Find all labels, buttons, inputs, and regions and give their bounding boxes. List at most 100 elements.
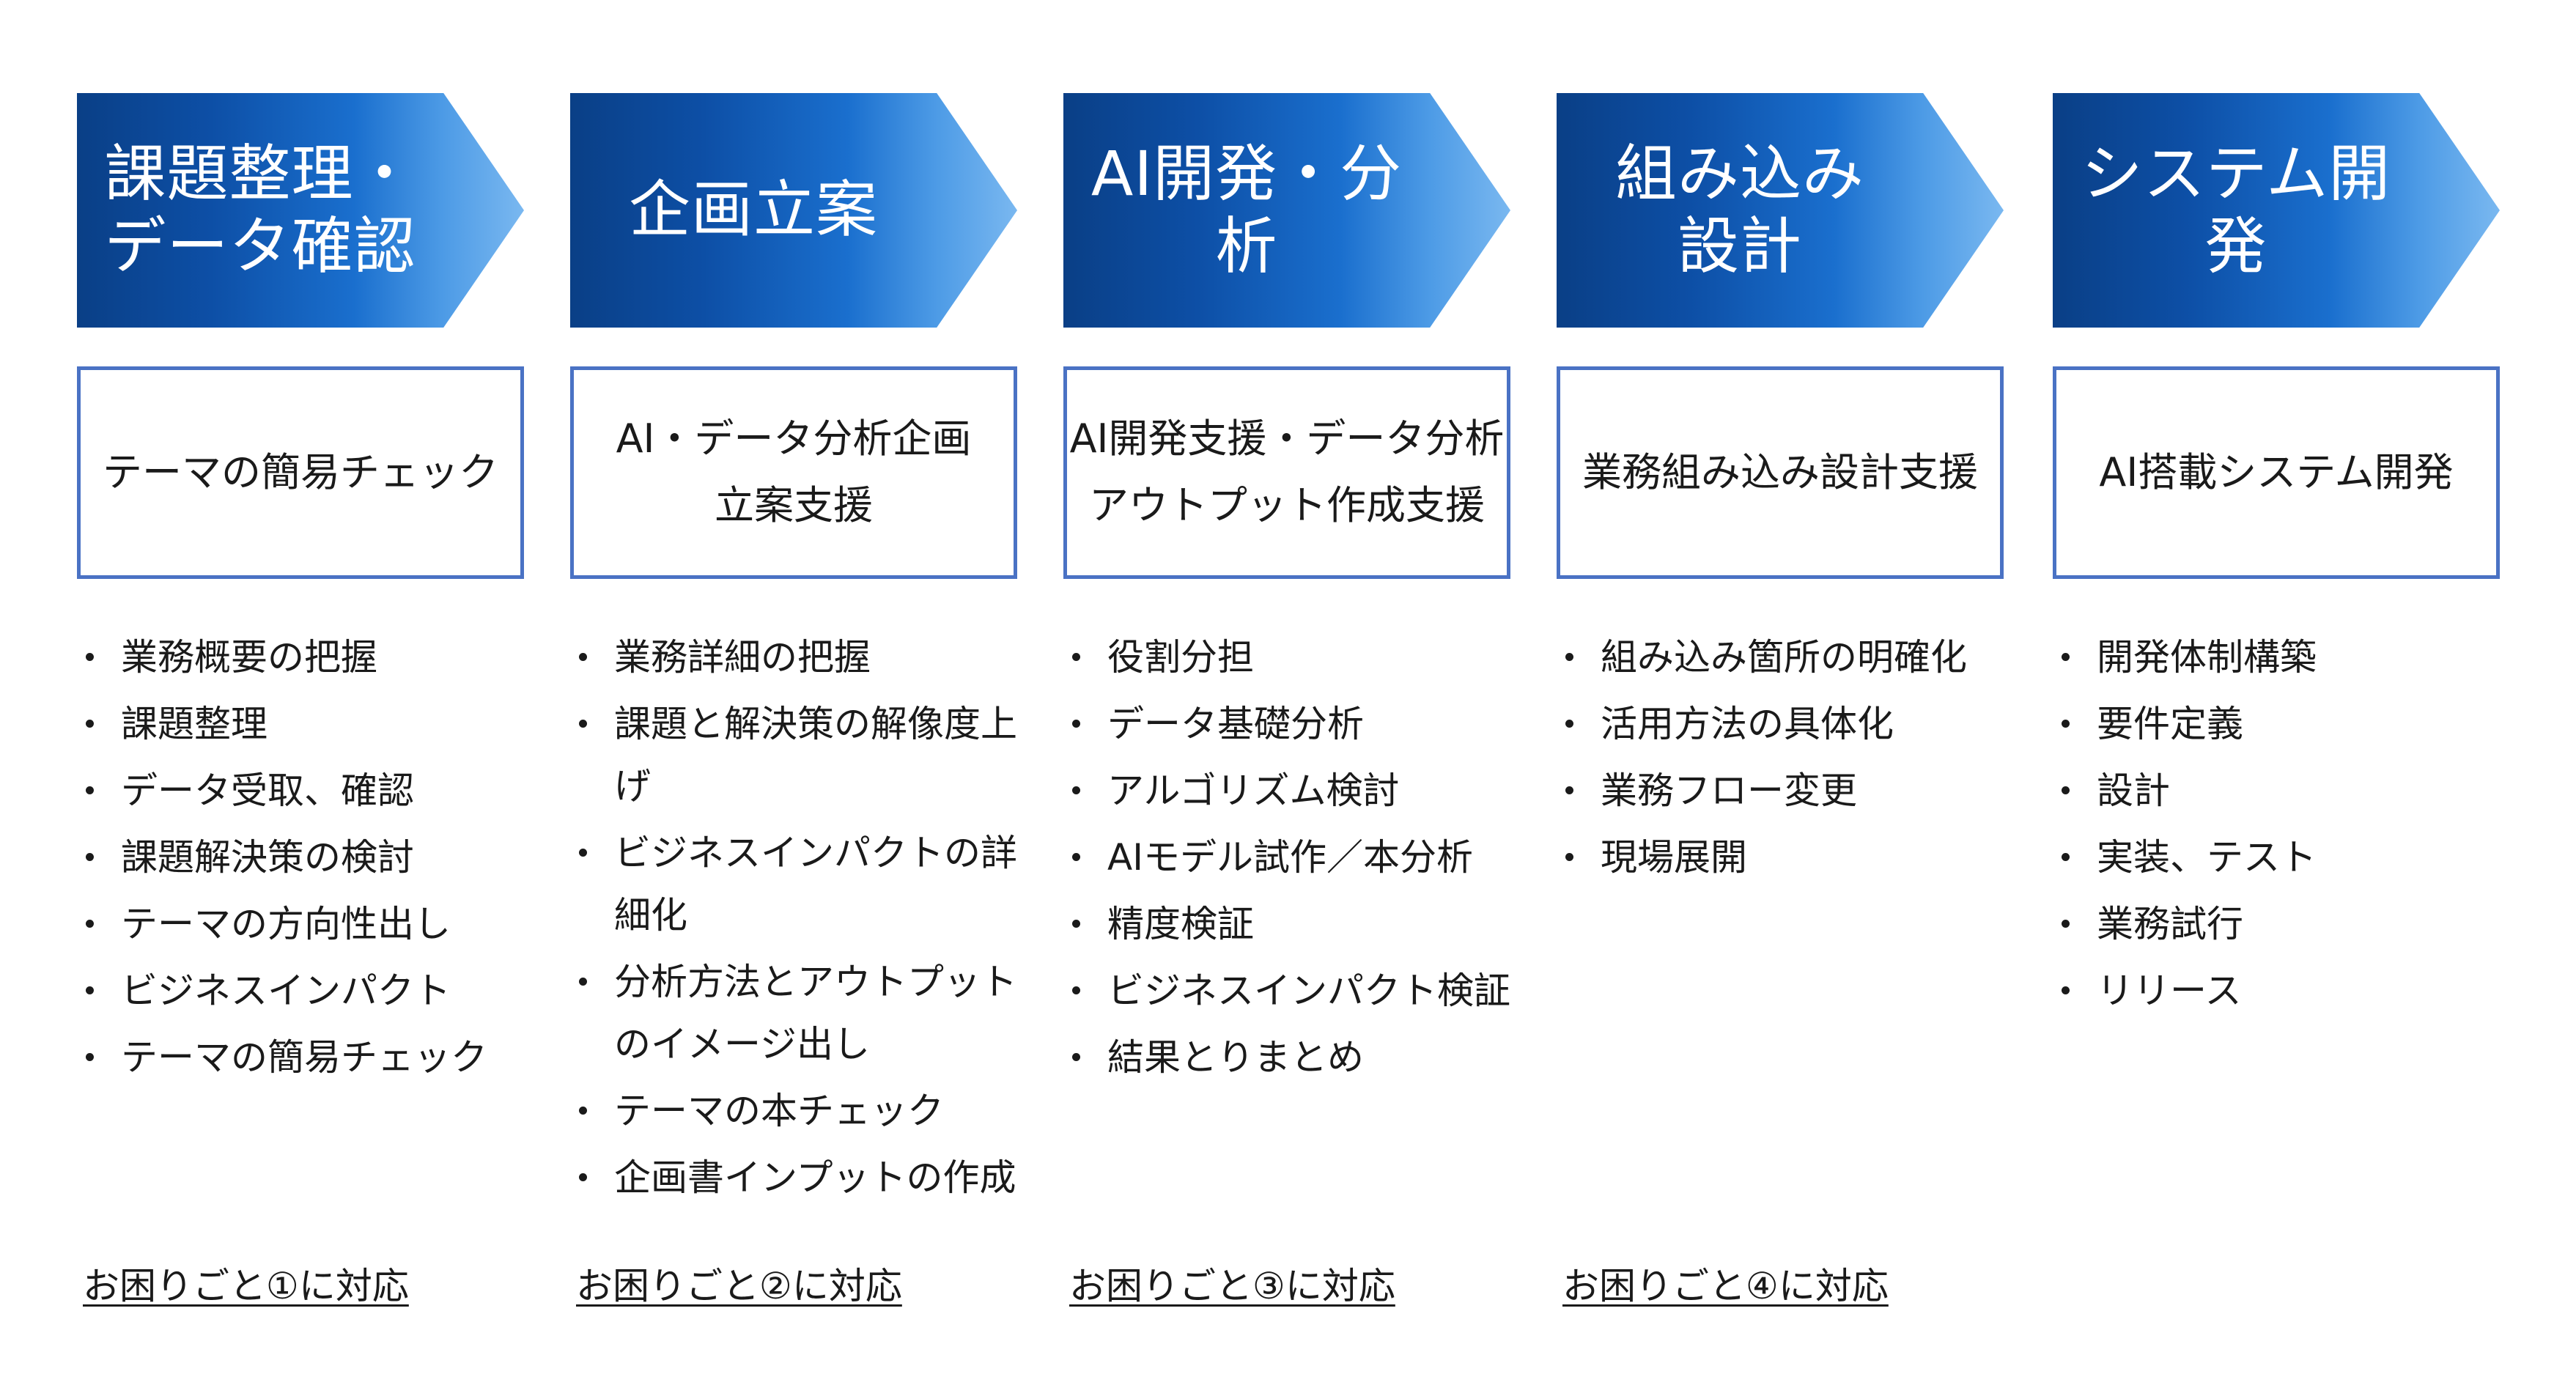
task-label: AIモデル試作／本分析 bbox=[1107, 836, 1473, 879]
task-label: 要件定義 bbox=[2097, 703, 2243, 745]
phase-task-list: 業務概要の把握 課題整理 データ受取、確認 課題解決策の検討 テーマの方向性出し… bbox=[77, 627, 524, 1093]
task-label: ビジネスインパクト bbox=[121, 970, 451, 1012]
phase-summary-box: AI開発支援・データ分析 アウトプット作成支援 bbox=[1063, 366, 1510, 579]
phase-column-4: 組み込み 設計 業務組み込み設計支援 組み込み箇所の明確化 活用方法の具体化 業… bbox=[1557, 0, 2004, 1385]
bullet-icon bbox=[1565, 720, 1573, 728]
task-item: 要件定義 bbox=[2053, 693, 2500, 756]
task-label: データ受取、確認 bbox=[121, 769, 414, 812]
phase-title: 企画立案 bbox=[628, 174, 878, 246]
phase-task-list: 開発体制構築 要件定義 設計 実装、テスト 業務試行 リリース bbox=[2053, 627, 2500, 1027]
task-label: ビジネスインパクトの詳細化 bbox=[614, 832, 1017, 937]
bullet-icon bbox=[1072, 1053, 1080, 1061]
phase-header-chevron: 課題整理・ データ確認 bbox=[77, 93, 524, 328]
task-item: リリース bbox=[2053, 960, 2500, 1022]
phase-summary-box: AI搭載システム開発 bbox=[2053, 366, 2500, 579]
problem-reference-link[interactable]: お困りごと①に対応 bbox=[83, 1265, 409, 1307]
bullet-icon bbox=[1565, 653, 1573, 661]
phase-summary: テーマの簡易チェック bbox=[103, 448, 498, 495]
bullet-icon bbox=[1072, 653, 1080, 661]
task-label: 課題整理 bbox=[121, 703, 267, 745]
task-item: 活用方法の具体化 bbox=[1557, 693, 2004, 756]
task-label: アルゴリズム検討 bbox=[1107, 769, 1400, 812]
phase-title: AI開発・分析 bbox=[1090, 137, 1403, 282]
task-item: 分析方法とアウトプットのイメージ出し bbox=[570, 951, 1017, 1076]
phase-title: システム開発 bbox=[2081, 137, 2391, 282]
task-item: 設計 bbox=[2053, 760, 2500, 822]
task-item: アルゴリズム検討 bbox=[1063, 760, 1510, 822]
bullet-icon bbox=[2062, 853, 2070, 861]
problem-reference-link[interactable]: お困りごと④に対応 bbox=[1562, 1265, 1889, 1307]
phase-summary: 業務組み込み設計支援 bbox=[1582, 448, 1978, 495]
task-label: 活用方法の具体化 bbox=[1601, 703, 1894, 745]
task-item: 企画書インプットの作成 bbox=[570, 1147, 1017, 1209]
phase-title: 組み込み 設計 bbox=[1614, 137, 1864, 282]
problem-reference-link[interactable]: お困りごと③に対応 bbox=[1069, 1265, 1395, 1307]
phase-column-3: AI開発・分析 AI開発支援・データ分析 アウトプット作成支援 役割分担 データ… bbox=[1063, 0, 1510, 1385]
problem-reference-link[interactable]: お困りごと②に対応 bbox=[576, 1265, 902, 1307]
phase-summary: AI・データ分析企画 立案支援 bbox=[616, 416, 972, 528]
bullet-icon bbox=[86, 653, 94, 661]
task-item: テーマの簡易チェック bbox=[77, 1027, 524, 1089]
bullet-icon bbox=[2062, 653, 2070, 661]
task-item: 開発体制構築 bbox=[2053, 627, 2500, 689]
task-label: テーマの方向性出し bbox=[121, 903, 451, 945]
task-label: ビジネスインパクト検証 bbox=[1107, 970, 1510, 1012]
task-item: 業務試行 bbox=[2053, 893, 2500, 956]
task-item: 課題と解決策の解像度上げ bbox=[570, 693, 1017, 818]
task-label: テーマの簡易チェック bbox=[121, 1036, 487, 1079]
task-item: ビジネスインパクトの詳細化 bbox=[570, 822, 1017, 947]
bullet-icon bbox=[579, 849, 587, 857]
bullet-icon bbox=[579, 978, 587, 986]
bullet-icon bbox=[2062, 720, 2070, 728]
task-item: テーマの方向性出し bbox=[77, 893, 524, 956]
task-label: 設計 bbox=[2097, 769, 2170, 812]
task-label: 業務詳細の把握 bbox=[614, 636, 871, 679]
bullet-icon bbox=[1072, 920, 1080, 928]
phase-summary: AI搭載システム開発 bbox=[2099, 448, 2454, 495]
bullet-icon bbox=[579, 720, 587, 728]
phase-column-1: 課題整理・ データ確認 テーマの簡易チェック 業務概要の把握 課題整理 データ受… bbox=[77, 0, 524, 1385]
task-item: 現場展開 bbox=[1557, 827, 2004, 889]
task-item: 役割分担 bbox=[1063, 627, 1510, 689]
bullet-icon bbox=[86, 853, 94, 861]
bullet-icon bbox=[1072, 853, 1080, 861]
task-label: 業務フロー変更 bbox=[1601, 769, 1857, 812]
task-item: AIモデル試作／本分析 bbox=[1063, 827, 1510, 889]
task-label: リリース bbox=[2097, 970, 2242, 1012]
bullet-icon bbox=[1072, 986, 1080, 994]
task-label: 組み込み箇所の明確化 bbox=[1601, 636, 1967, 679]
task-item: テーマの本チェック bbox=[570, 1080, 1017, 1142]
phase-task-list: 組み込み箇所の明確化 活用方法の具体化 業務フロー変更 現場展開 bbox=[1557, 627, 2004, 893]
bullet-icon bbox=[86, 786, 94, 794]
task-item: 組み込み箇所の明確化 bbox=[1557, 627, 2004, 689]
bullet-icon bbox=[579, 1107, 587, 1115]
phase-summary-box: テーマの簡易チェック bbox=[77, 366, 524, 579]
bullet-icon bbox=[579, 1173, 587, 1181]
task-item: 課題解決策の検討 bbox=[77, 827, 524, 889]
bullet-icon bbox=[1565, 853, 1573, 861]
task-label: 開発体制構築 bbox=[2097, 636, 2317, 679]
task-item: データ基礎分析 bbox=[1063, 693, 1510, 756]
task-label: 課題解決策の検討 bbox=[121, 836, 414, 879]
phase-summary-box: 業務組み込み設計支援 bbox=[1557, 366, 2004, 579]
phase-summary-box: AI・データ分析企画 立案支援 bbox=[570, 366, 1017, 579]
task-label: 役割分担 bbox=[1107, 636, 1254, 679]
task-label: 企画書インプットの作成 bbox=[614, 1156, 1016, 1199]
phase-header-chevron: システム開発 bbox=[2053, 93, 2500, 328]
bullet-icon bbox=[2062, 786, 2070, 794]
bullet-icon bbox=[1072, 720, 1080, 728]
phase-header-chevron: AI開発・分析 bbox=[1063, 93, 1510, 328]
phase-task-list: 役割分担 データ基礎分析 アルゴリズム検討 AIモデル試作／本分析 精度検証 ビ… bbox=[1063, 627, 1510, 1093]
task-item: ビジネスインパクト bbox=[77, 960, 524, 1022]
bullet-icon bbox=[579, 653, 587, 661]
task-label: 現場展開 bbox=[1601, 836, 1747, 879]
task-label: 実装、テスト bbox=[2097, 836, 2317, 879]
task-label: データ基礎分析 bbox=[1107, 703, 1364, 745]
task-item: 課題整理 bbox=[77, 693, 524, 756]
task-label: 分析方法とアウトプットのイメージ出し bbox=[614, 961, 1017, 1065]
task-item: データ受取、確認 bbox=[77, 760, 524, 822]
task-item: 業務概要の把握 bbox=[77, 627, 524, 689]
task-item: 業務フロー変更 bbox=[1557, 760, 2004, 822]
bullet-icon bbox=[86, 920, 94, 928]
phase-task-list: 業務詳細の把握 課題と解決策の解像度上げ ビジネスインパクトの詳細化 分析方法と… bbox=[570, 627, 1017, 1214]
